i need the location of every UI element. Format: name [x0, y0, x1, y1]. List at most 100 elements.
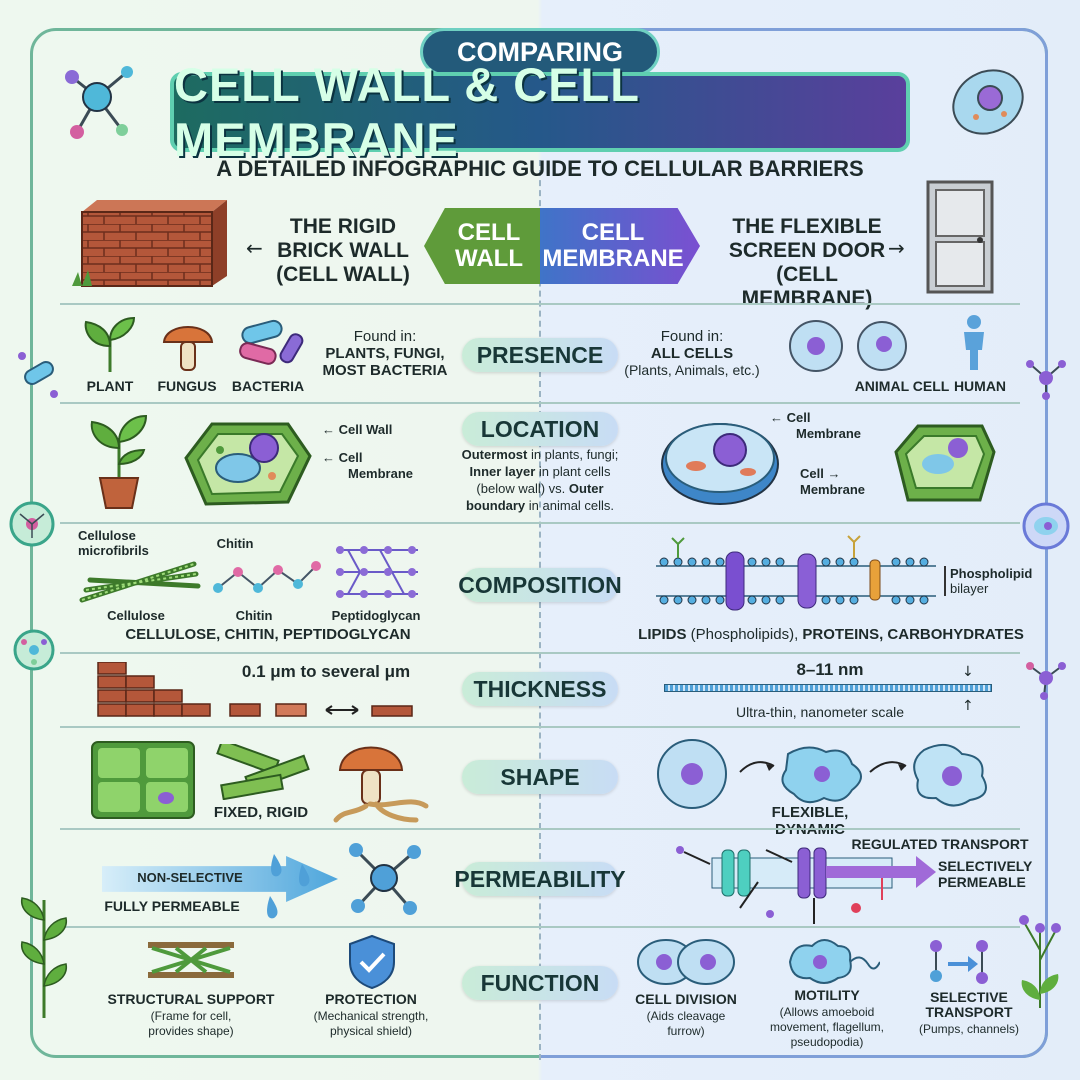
dividing-cell-icon [636, 936, 736, 988]
thickness-right-value: 8–11 nm [796, 660, 864, 679]
arrow-down-icon: ↓ [962, 664, 974, 680]
transport-molecules-icon [924, 936, 994, 988]
brick-wall-icon [72, 192, 232, 288]
function-item-motility: MOTILITY (Allows amoeboid movement, flag… [769, 987, 885, 1050]
plant-cell-icon [176, 410, 316, 514]
brick-stack-icon [96, 662, 416, 718]
bacterium-side-icon [16, 350, 60, 400]
label-permeability: PERMEABILITY [454, 862, 626, 896]
animal-cell-icon [788, 318, 918, 374]
page-title: CELL WALL & CELL MEMBRANE [174, 58, 640, 166]
membrane-channels-icon [666, 838, 936, 928]
label-thickness: THICKNESS [462, 672, 618, 706]
function-item-selective-transport: SELECTIVE TRANSPORT (Pumps, channels) [918, 989, 1020, 1037]
peptidoglycan-label: Peptidoglycan [331, 608, 421, 623]
icon-label-bacteria: BACTERIA [231, 378, 305, 394]
center-divider [539, 160, 541, 1060]
molecule-side-right-icon [1024, 656, 1068, 700]
presence-right-text: Found in: ALL CELLS (Plants, Animals, et… [624, 328, 760, 378]
row-separator [60, 522, 1020, 524]
amoeba-flagellum-icon [784, 932, 880, 988]
cell-shape-change-icon [656, 736, 996, 810]
row-separator [60, 926, 1020, 928]
non-selective-text: NON-SELECTIVE [137, 870, 243, 885]
shield-check-icon [346, 934, 398, 990]
phospholipid-bilayer-icon [656, 530, 936, 618]
thickness-right-sub: Ultra-thin, nanometer scale [735, 704, 905, 720]
wooden-beams-icon [216, 744, 312, 800]
label-composition: COMPOSITION [458, 568, 622, 602]
thin-membrane-bar [664, 684, 992, 692]
cell-badge-left-icon [8, 500, 56, 548]
function-item-structural-support: STRUCTURAL SUPPORT (Frame for cell, prov… [107, 991, 275, 1039]
icon-label-plant: PLANT [86, 378, 134, 394]
arrow-right-icon: → [888, 236, 905, 260]
location-center-text: Outermost in plants, fungi; Inner layer … [461, 447, 619, 513]
cross-bracing-icon [146, 938, 236, 984]
presence-left-text: Found in: PLANTS, FUNGI, MOST BACTERIA [322, 328, 448, 379]
arrow-up-icon: ↑ [962, 698, 974, 714]
mushroom-icon [160, 316, 216, 372]
plant-cell-3d-icon [888, 412, 998, 512]
molecule-icon [52, 52, 142, 142]
annot-cell-wall: ← Cell Wall [322, 422, 393, 437]
function-item-protection: PROTECTION (Mechanical strength, physica… [313, 991, 429, 1039]
composition-left-summary: CELLULOSE, CHITIN, PEPTIDOGLYCAN [125, 626, 411, 643]
row-separator [60, 303, 1020, 305]
chitin-top-label: Chitin [216, 536, 254, 551]
shape-left-text: FIXED, RIGID [213, 804, 309, 821]
water-droplets-icon [258, 846, 318, 920]
plant-cells-grid-icon [90, 740, 196, 820]
composition-right-summary: LIPIDS (Phospholipids), PROTEINS, CARBOH… [638, 626, 1024, 643]
cellulose-bottom-label: Cellulose [107, 608, 165, 623]
function-item-cell-division: CELL DIVISION (Aids cleavage furrow) [635, 991, 737, 1039]
animal-cell-icon [946, 62, 1030, 142]
icon-label-human: HUMAN [953, 378, 1007, 394]
title-banner: CELL WALL & CELL MEMBRANE [170, 58, 910, 166]
animal-cell-cross-section-icon [660, 410, 780, 510]
row-separator [60, 402, 1020, 404]
shape-right-text: FLEXIBLE, DYNAMIC [771, 804, 849, 838]
row-separator [60, 652, 1020, 654]
mushroom-roots-icon [330, 736, 430, 824]
label-location: LOCATION [462, 412, 618, 446]
thickness-left-value: 0.1 μm to several μm [241, 662, 411, 681]
label-shape: SHAPE [462, 760, 618, 794]
leaf-sprig-icon [14, 880, 74, 1020]
plant-icon [80, 316, 140, 372]
label-presence: PRESENCE [462, 338, 618, 372]
chitin-molecule-icon [212, 554, 322, 604]
molecule-side-icon [1024, 356, 1068, 400]
molecule-icon [344, 838, 424, 918]
row-separator [60, 726, 1020, 728]
screen-door-icon [926, 180, 996, 296]
human-icon [960, 314, 988, 372]
potted-plant-icon [86, 408, 152, 512]
peptidoglycan-lattice-icon [330, 538, 424, 608]
cellulose-fibers-icon [76, 556, 206, 608]
regulated-transport-text: REGULATED TRANSPORT [851, 836, 1029, 852]
cell-badge-right-icon [1020, 500, 1072, 552]
bacteria-icon [234, 316, 304, 372]
badge-text: COMPARING [457, 36, 623, 67]
label-function: FUNCTION [462, 966, 618, 1000]
molecule-badge-left-icon [12, 628, 56, 672]
arrow-left-icon: ← [246, 236, 263, 260]
icon-label-fungus: FUNGUS [157, 378, 217, 394]
page-subtitle: A DETAILED INFOGRAPHIC GUIDE TO CELLULAR… [216, 156, 864, 181]
icon-label-animal-cell: ANIMAL CELL [854, 378, 950, 394]
chitin-bottom-label: Chitin [235, 608, 273, 623]
fully-permeable-text: FULLY PERMEABLE [104, 898, 240, 914]
row-separator [60, 828, 1020, 830]
flower-sprig-icon [1012, 900, 1068, 1010]
annot-cell-membrane-bottom: Cell →Membrane [800, 466, 866, 497]
